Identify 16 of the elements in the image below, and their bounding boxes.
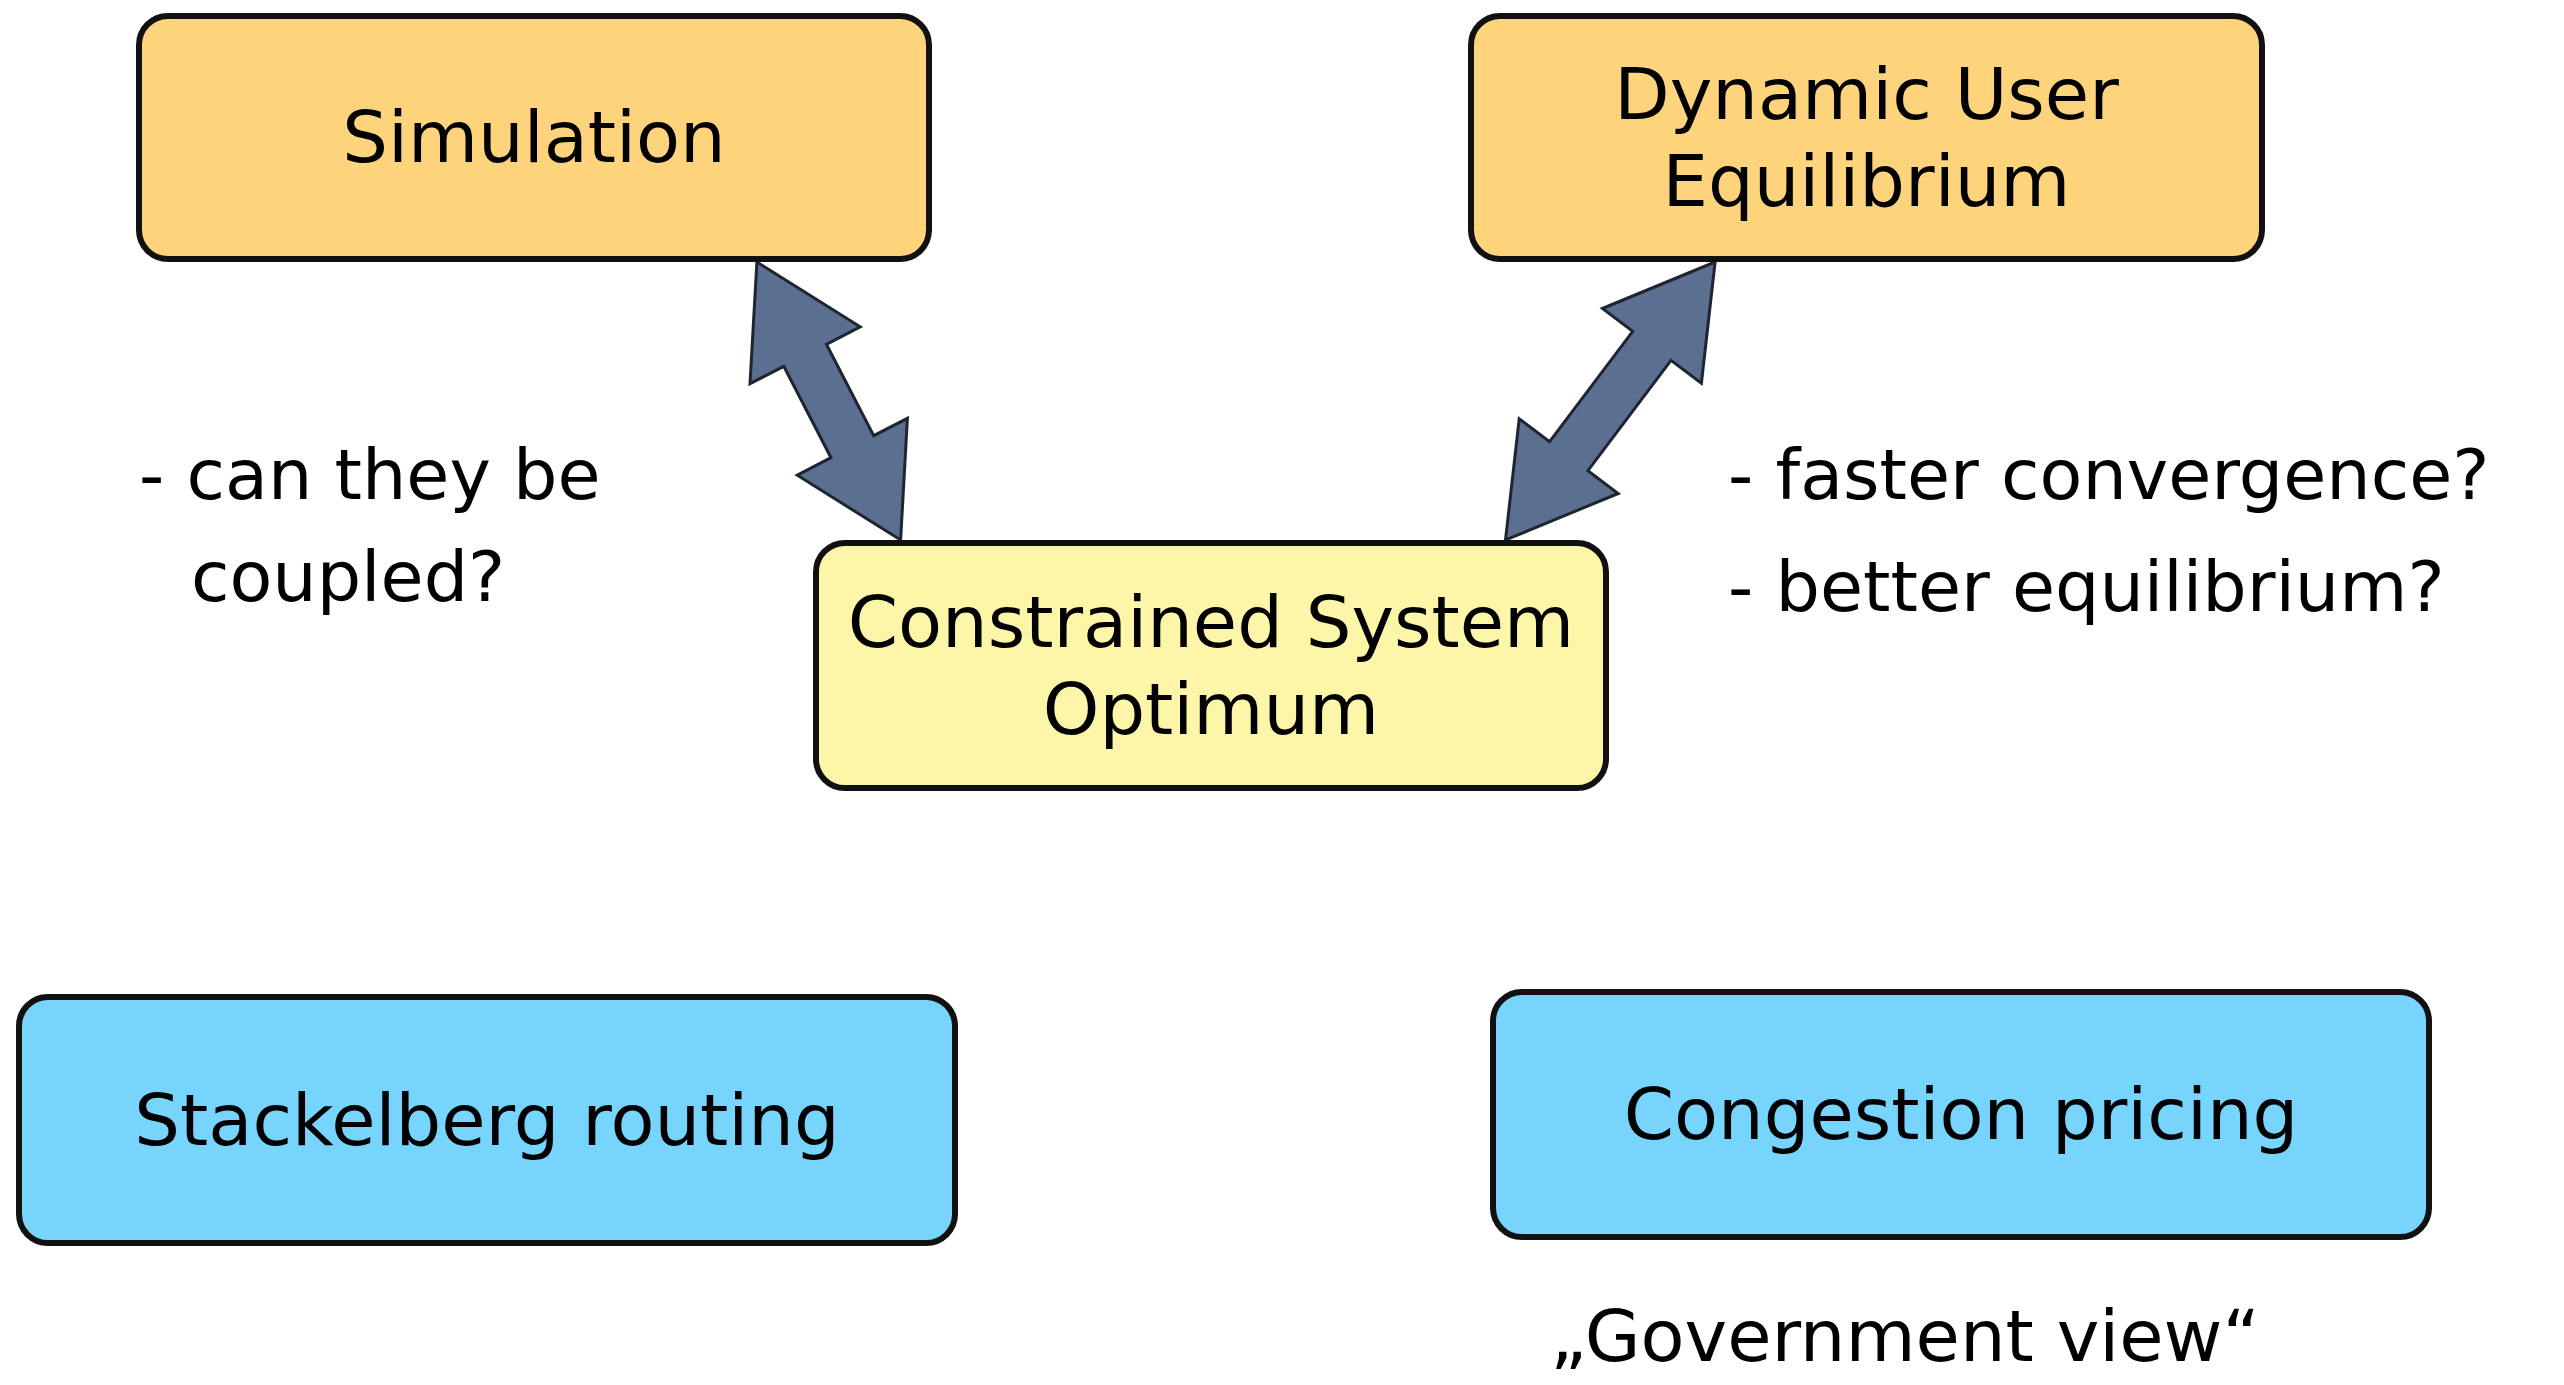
box-label: Congestion pricing — [1623, 1071, 2299, 1158]
process-box — [1490, 989, 2432, 1240]
note-text: - can they be coupled? — [139, 433, 602, 620]
node-label: „Government view“ — [1550, 1300, 2260, 1372]
process-box — [813, 540, 1609, 791]
box-label: Stackelberg routing — [134, 1076, 840, 1164]
process-box — [136, 13, 932, 262]
note-text: - faster convergence? — [1728, 433, 2490, 518]
process-box — [1468, 13, 2265, 262]
box-label: Dynamic User Equilibrium — [1613, 51, 2120, 224]
process-box — [16, 994, 958, 1246]
note-text: - better equilibrium? — [1728, 545, 2445, 630]
double-arrow — [1503, 259, 1717, 543]
box-label: Simulation — [342, 94, 726, 181]
double-arrow — [748, 259, 910, 543]
box-label: Constrained System Optimum — [846, 579, 1576, 752]
